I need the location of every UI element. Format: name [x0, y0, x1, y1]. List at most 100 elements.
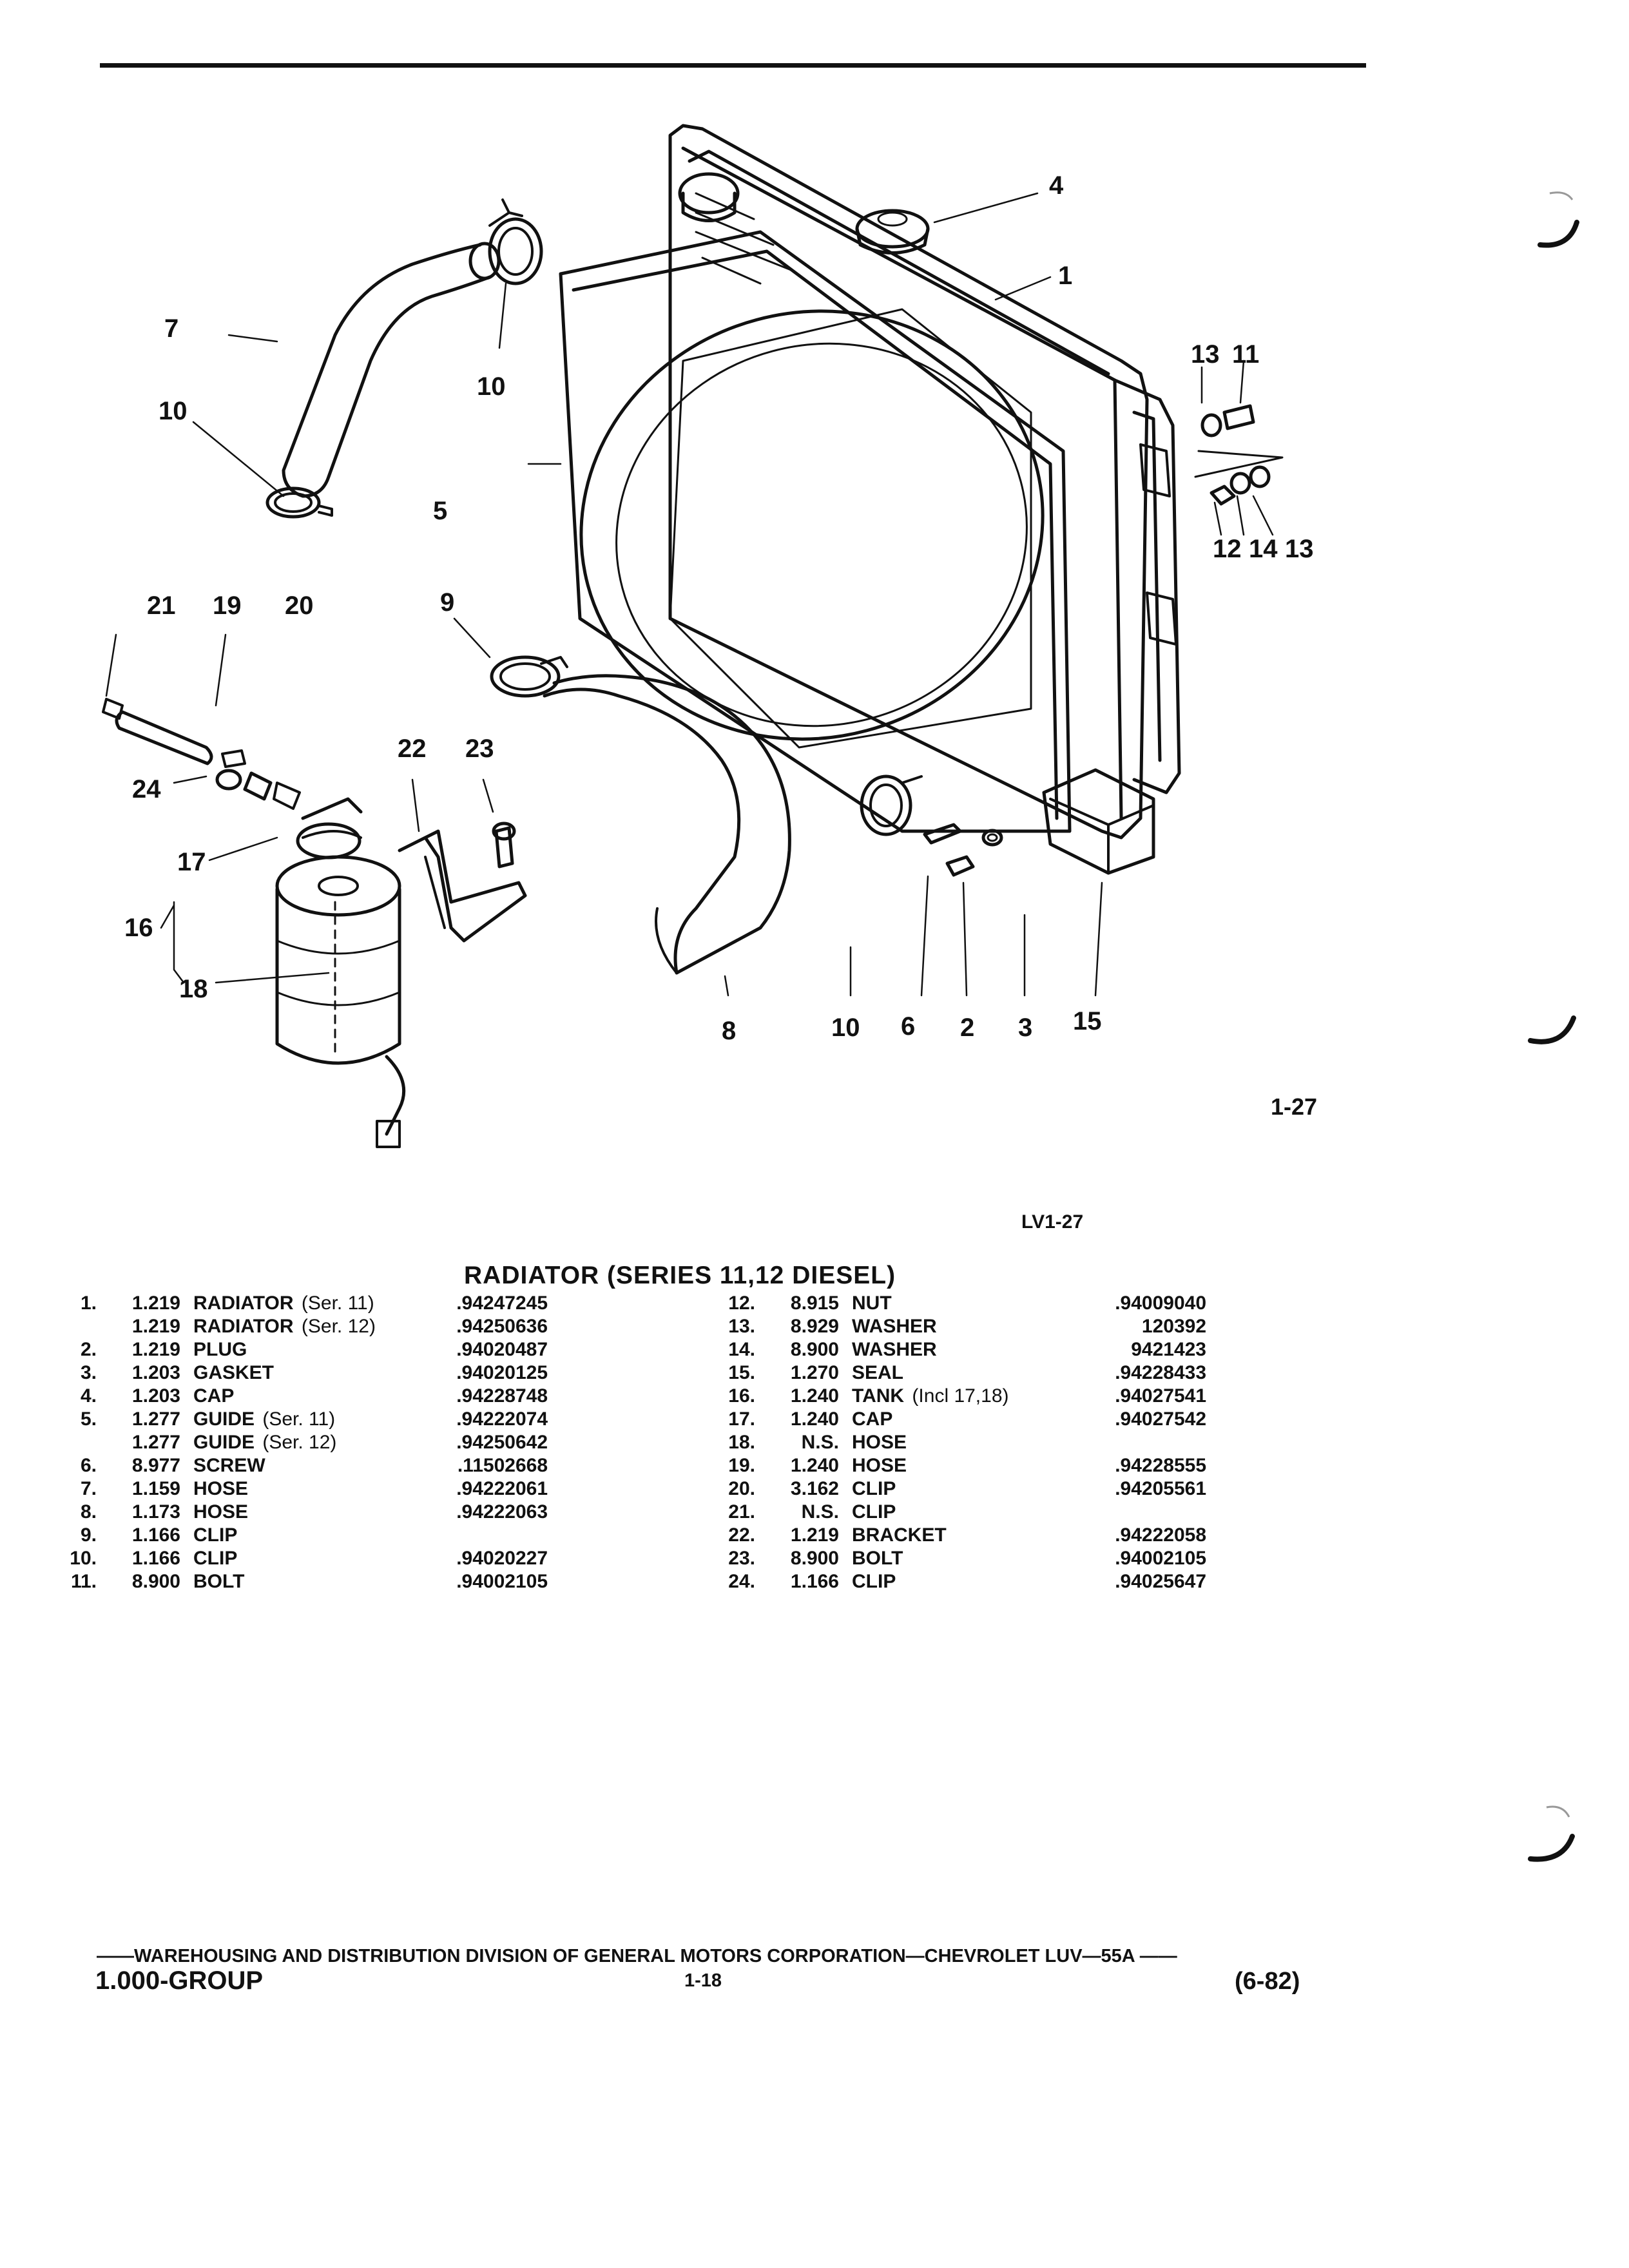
parts-row: 7.1.159.................................…	[64, 1477, 696, 1501]
overflow-hose-set	[102, 698, 301, 810]
group-number: 1.240	[790, 1385, 839, 1407]
group-number: 8.900	[790, 1548, 839, 1569]
part-number: .11502668	[438, 1454, 548, 1477]
item-number: 15.	[728, 1362, 755, 1383]
part-number: .94020487	[438, 1338, 548, 1361]
parts-row: 22.1.219................................…	[723, 1524, 1354, 1547]
callout-24: 24	[132, 775, 161, 803]
part-description: ........................................…	[852, 1338, 1097, 1361]
part-number: .94027542	[1097, 1408, 1206, 1431]
part-number: .94222061	[438, 1477, 548, 1501]
callout-11: 11	[1232, 340, 1260, 369]
binder-hole-mark	[1528, 1805, 1575, 1862]
part-name: WASHER	[852, 1316, 940, 1337]
part-name: CLIP	[852, 1571, 899, 1592]
item-number: 11.	[70, 1571, 97, 1592]
callout-19: 19	[213, 591, 242, 620]
part-description: ........................................…	[852, 1292, 1097, 1315]
figure-number: 1-27	[1271, 1093, 1318, 1120]
callout-1: 1	[1058, 262, 1073, 290]
item-number: 2.	[80, 1339, 97, 1360]
part-description: ........................................…	[193, 1547, 438, 1570]
part-number: .94027541	[1097, 1385, 1206, 1408]
callout-23: 23	[465, 735, 494, 763]
parts-list-left: 1.1.219.................................…	[64, 1292, 696, 1593]
part-number: .94002105	[438, 1570, 548, 1593]
figure-reference: LV1-27	[1021, 1211, 1084, 1233]
part-description: ........................................…	[193, 1524, 438, 1547]
item-number: 20.	[728, 1478, 755, 1499]
part-number: .94222058	[1097, 1524, 1206, 1547]
part-qualifier: (Incl 17,18)	[907, 1385, 1009, 1407]
part-qualifier: (Ser. 12)	[296, 1316, 376, 1337]
group-number: 1.219	[131, 1293, 180, 1314]
callout-10-upper-bottom: 10	[477, 372, 506, 401]
group-number: 1.203	[131, 1385, 180, 1407]
item-number: 13.	[728, 1316, 755, 1337]
item-number: 22.	[728, 1524, 755, 1546]
part-number: .94205561	[1097, 1477, 1206, 1501]
part-number: 120392	[1097, 1315, 1206, 1338]
item-number: 3.	[80, 1362, 97, 1383]
part-name: GUIDE	[193, 1408, 258, 1430]
parts-row: 1.277...................................…	[64, 1431, 696, 1454]
part-description: ........................................…	[852, 1454, 1097, 1477]
part-name: CLIP	[193, 1524, 240, 1546]
part-qualifier: (Ser. 11)	[257, 1408, 336, 1430]
footer-date: (6-82)	[1235, 1968, 1300, 1995]
part-name: RADIATOR	[193, 1316, 296, 1337]
part-name: GASKET	[193, 1362, 277, 1383]
parts-row: 3.1.203.................................…	[64, 1361, 696, 1385]
callout-17: 17	[177, 848, 206, 876]
group-number: 1.240	[790, 1408, 839, 1430]
callout-20: 20	[285, 591, 314, 620]
part-description: ........................................…	[193, 1292, 438, 1315]
part-description: ........................................…	[852, 1361, 1097, 1385]
part-number: .94020227	[438, 1547, 548, 1570]
part-number: .94222074	[438, 1408, 548, 1431]
group-number: 1.166	[131, 1548, 180, 1569]
page-title: RADIATOR (SERIES 11,12 DIESEL)	[464, 1262, 896, 1289]
part-name: TANK	[852, 1385, 907, 1407]
part-description: ........................................…	[852, 1431, 1097, 1454]
part-description: ........................................…	[193, 1477, 438, 1501]
part-number: .94020125	[438, 1361, 548, 1385]
part-name: SCREW	[193, 1455, 268, 1476]
footer-page-number: 1-18	[684, 1970, 722, 1991]
item-number: 23.	[728, 1548, 755, 1569]
group-number: N.S.	[801, 1432, 839, 1453]
callout-13-bottom: 13	[1285, 535, 1314, 563]
item-number: 8.	[80, 1501, 97, 1523]
part-number: .94250636	[438, 1315, 548, 1338]
upper-clip-bottom	[265, 486, 333, 519]
part-name: CLIP	[852, 1478, 899, 1499]
part-qualifier: (Ser. 12)	[257, 1432, 337, 1453]
part-description: ........................................…	[193, 1338, 438, 1361]
group-number: 1.173	[131, 1501, 180, 1523]
item-number: 6.	[80, 1455, 97, 1476]
tank-bracket	[398, 822, 527, 943]
callout-13-top: 13	[1191, 340, 1220, 369]
callout-5: 5	[433, 497, 448, 525]
part-number: .94222063	[438, 1501, 548, 1524]
parts-row: 14.8.900................................…	[723, 1338, 1354, 1361]
parts-row: 21.N.S..................................…	[723, 1501, 1354, 1524]
part-description: ........................................…	[193, 1431, 438, 1454]
part-name: CAP	[193, 1385, 237, 1407]
part-description: ........................................…	[852, 1524, 1097, 1547]
radiator-cap	[855, 209, 930, 255]
group-number: 3.162	[790, 1478, 839, 1499]
upper-clip-top	[488, 198, 543, 285]
part-name: BOLT	[852, 1548, 906, 1569]
group-number: 8.900	[131, 1571, 180, 1592]
part-number: .94002105	[1097, 1547, 1206, 1570]
parts-row: 19.1.240................................…	[723, 1454, 1354, 1477]
part-number: .94228748	[438, 1385, 548, 1408]
part-description: ........................................…	[852, 1408, 1097, 1431]
group-number: 8.900	[790, 1339, 839, 1360]
parts-row: 11.8.900................................…	[64, 1570, 696, 1593]
parts-row: 13.8.929................................…	[723, 1315, 1354, 1338]
item-number: 9.	[80, 1524, 97, 1546]
parts-row: 24.1.166................................…	[723, 1570, 1354, 1593]
parts-row: 5.1.277.................................…	[64, 1408, 696, 1431]
